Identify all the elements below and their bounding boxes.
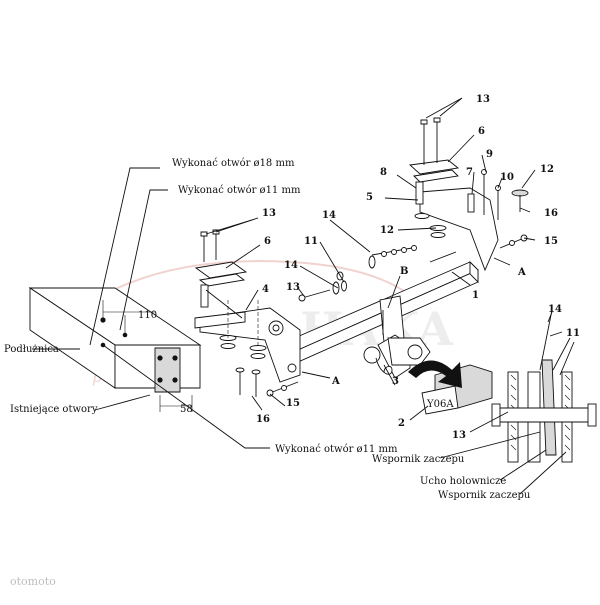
label-existing-holes: Istniejące otwory <box>10 404 98 415</box>
part-1: 1 <box>472 290 479 301</box>
part-14-left: 14 <box>284 260 298 271</box>
drill-instruction-11mm-top: Wykonać otwór ø11 mm <box>178 185 301 196</box>
part-A-right: A <box>517 267 526 278</box>
part-13-left-bolt: 13 <box>286 282 300 293</box>
part-14-top: 14 <box>322 210 336 221</box>
part-B: B <box>400 266 408 277</box>
part-12-right: 12 <box>540 164 554 175</box>
part-12-left: 12 <box>380 225 394 236</box>
part-A-left: A <box>331 376 340 387</box>
tow-ball <box>363 346 381 364</box>
existing-hole-4 <box>172 377 178 383</box>
existing-hole-2 <box>172 355 178 361</box>
part-number-leaders <box>205 97 567 495</box>
part-9: 9 <box>486 149 493 160</box>
part-13-top-left: 13 <box>262 208 276 219</box>
label-hitch-bracket-bottom: Wspornik zaczepu <box>438 490 531 501</box>
part-15-left: 15 <box>286 398 300 409</box>
label-tow-eye: Ucho holownicze <box>420 476 506 487</box>
part-8: 8 <box>380 167 387 178</box>
dimension-58: 58 <box>180 404 193 415</box>
mounting-arrow <box>408 360 462 388</box>
hitch-assembly: Y06A <box>194 117 529 415</box>
part-13-top-right: 13 <box>476 94 490 105</box>
model-tag: Y06A <box>426 399 454 410</box>
source-watermark: otomoto <box>10 575 56 588</box>
right-plate-6 <box>408 159 460 175</box>
part-14-detail: 14 <box>548 304 562 315</box>
part-11-detail: 11 <box>566 328 580 339</box>
bolt-section-detail <box>491 309 597 463</box>
part-2: 2 <box>398 418 405 429</box>
part-16-right: 16 <box>544 208 558 219</box>
part-11-center: 11 <box>304 236 318 247</box>
existing-hole-3 <box>157 377 163 383</box>
part-15-right: 15 <box>544 236 558 247</box>
drill-instruction-11mm-bottom: Wykonać otwór ø11 mm <box>275 444 398 455</box>
bolt-shank <box>497 407 591 423</box>
part-16-left: 16 <box>256 414 270 425</box>
label-hitch-bracket-top: Wspornik zaczepu <box>372 454 465 465</box>
existing-hole-1 <box>157 355 163 361</box>
drill-instruction-18mm: Wykonać otwór ø18 mm <box>172 158 295 169</box>
part-7: 7 <box>466 167 473 178</box>
part-numbers: 13 6 9 8 7 10 12 5 16 12 15 A 1 14 11 14… <box>256 94 580 441</box>
part-6-right: 6 <box>478 126 485 137</box>
part-13-detail: 13 <box>452 430 466 441</box>
part-3: 3 <box>392 376 399 387</box>
dimension-110: 110 <box>138 310 157 321</box>
part-10: 10 <box>500 172 514 183</box>
member-detail: 110 58 <box>28 287 202 415</box>
bracket-b <box>379 295 405 343</box>
label-member: Podłużnica <box>4 344 59 355</box>
part-5: 5 <box>366 192 373 203</box>
part-6-left: 6 <box>264 236 271 247</box>
part-4: 4 <box>262 284 269 295</box>
